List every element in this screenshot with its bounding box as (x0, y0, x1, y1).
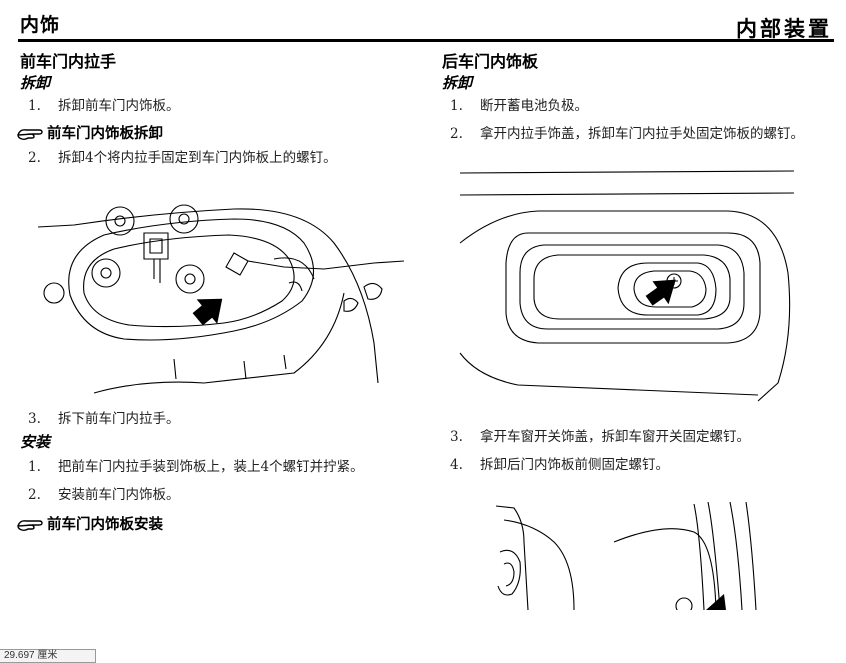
removal-title: 拆卸 (20, 74, 51, 92)
arrow-indicator (706, 594, 726, 610)
reference-front-trim-install[interactable]: 前车门内饰板安装 (17, 514, 410, 536)
pointing-hand-icon (17, 129, 43, 141)
rear-door-trim-title: 后车门内饰板 (442, 52, 539, 71)
step-number: 1. (28, 459, 41, 475)
pointing-hand-icon (17, 520, 43, 532)
arrow-indicator (192, 298, 223, 326)
removal-title: 拆卸 (442, 74, 473, 92)
step-text: 拆卸后门内饰板前侧固定螺钉。 (480, 457, 669, 473)
removal-step-2: 2. 拆卸4个将内拉手固定到车门内饰板上的螺钉。 (20, 147, 410, 169)
step-number: 4. (450, 457, 463, 473)
removal-step-3: 3. 拆下前车门内拉手。 (20, 408, 410, 430)
right-column: 后车门内饰板 拆卸 1. 断开蓄电池负极。 2. 拿开内拉手饰盖，拆卸车门内拉手… (442, 52, 837, 610)
step-number: 2. (450, 126, 463, 142)
header-rule (18, 39, 834, 42)
step-text: 拆卸前车门内饰板。 (58, 98, 180, 114)
install-step-1: 1. 把前车门内拉手装到饰板上，装上4个螺钉并拧紧。 (20, 456, 410, 478)
front-handle-illustration (37, 204, 404, 394)
left-column: 前车门内拉手 拆卸 1. 拆卸前车门内饰板。 前车门内饰板拆卸 2. 拆卸4个将… (17, 52, 410, 536)
arrow-indicator (645, 279, 676, 306)
step-text: 安装前车门内饰板。 (58, 487, 180, 503)
step-number: 3. (450, 429, 463, 445)
front-door-handle-title: 前车门内拉手 (20, 52, 117, 71)
reference-text: 前车门内饰板拆卸 (47, 126, 163, 142)
step-text: 把前车门内拉手装到饰板上，装上4个螺钉并拧紧。 (58, 459, 364, 475)
step-number: 2. (28, 150, 41, 166)
step-text: 断开蓄电池负极。 (480, 98, 588, 114)
rear-removal-step-2: 2. 拿开内拉手饰盖，拆卸车门内拉手处固定饰板的螺钉。 (442, 123, 837, 145)
reference-front-trim-removal[interactable]: 前车门内饰板拆卸 (17, 123, 410, 145)
removal-step-1: 1. 拆卸前车门内饰板。 (20, 95, 410, 117)
reference-text: 前车门内饰板安装 (47, 517, 163, 533)
step-text: 拿开内拉手饰盖，拆卸车门内拉手处固定饰板的螺钉。 (480, 126, 804, 142)
page-header: 内饰 内部装置 (0, 0, 846, 44)
rear-removal-step-4: 4. 拆卸后门内饰板前侧固定螺钉。 (442, 454, 837, 476)
rear-handle-screw-illustration (459, 170, 795, 402)
rear-removal-step-1: 1. 断开蓄电池负极。 (442, 95, 837, 117)
step-number: 1. (28, 98, 41, 114)
step-number: 2. (28, 487, 41, 503)
step-text: 拆下前车门内拉手。 (58, 411, 180, 427)
step-number: 1. (450, 98, 463, 114)
header-left-title: 内饰 (20, 14, 61, 36)
install-step-2: 2. 安装前车门内饰板。 (20, 484, 410, 506)
status-measurement: 29.697 厘米 (4, 650, 58, 661)
header-right-title: 内部装置 (736, 17, 832, 41)
step-text: 拿开车窗开关饰盖，拆卸车窗开关固定螺钉。 (480, 429, 750, 445)
install-title: 安装 (20, 433, 51, 451)
step-text: 拆卸4个将内拉手固定到车门内饰板上的螺钉。 (58, 150, 337, 166)
rear-removal-step-3: 3. 拿开车窗开关饰盖，拆卸车窗开关固定螺钉。 (442, 426, 837, 448)
rear-trim-front-screw-illustration (495, 502, 757, 610)
step-number: 3. (28, 411, 41, 427)
